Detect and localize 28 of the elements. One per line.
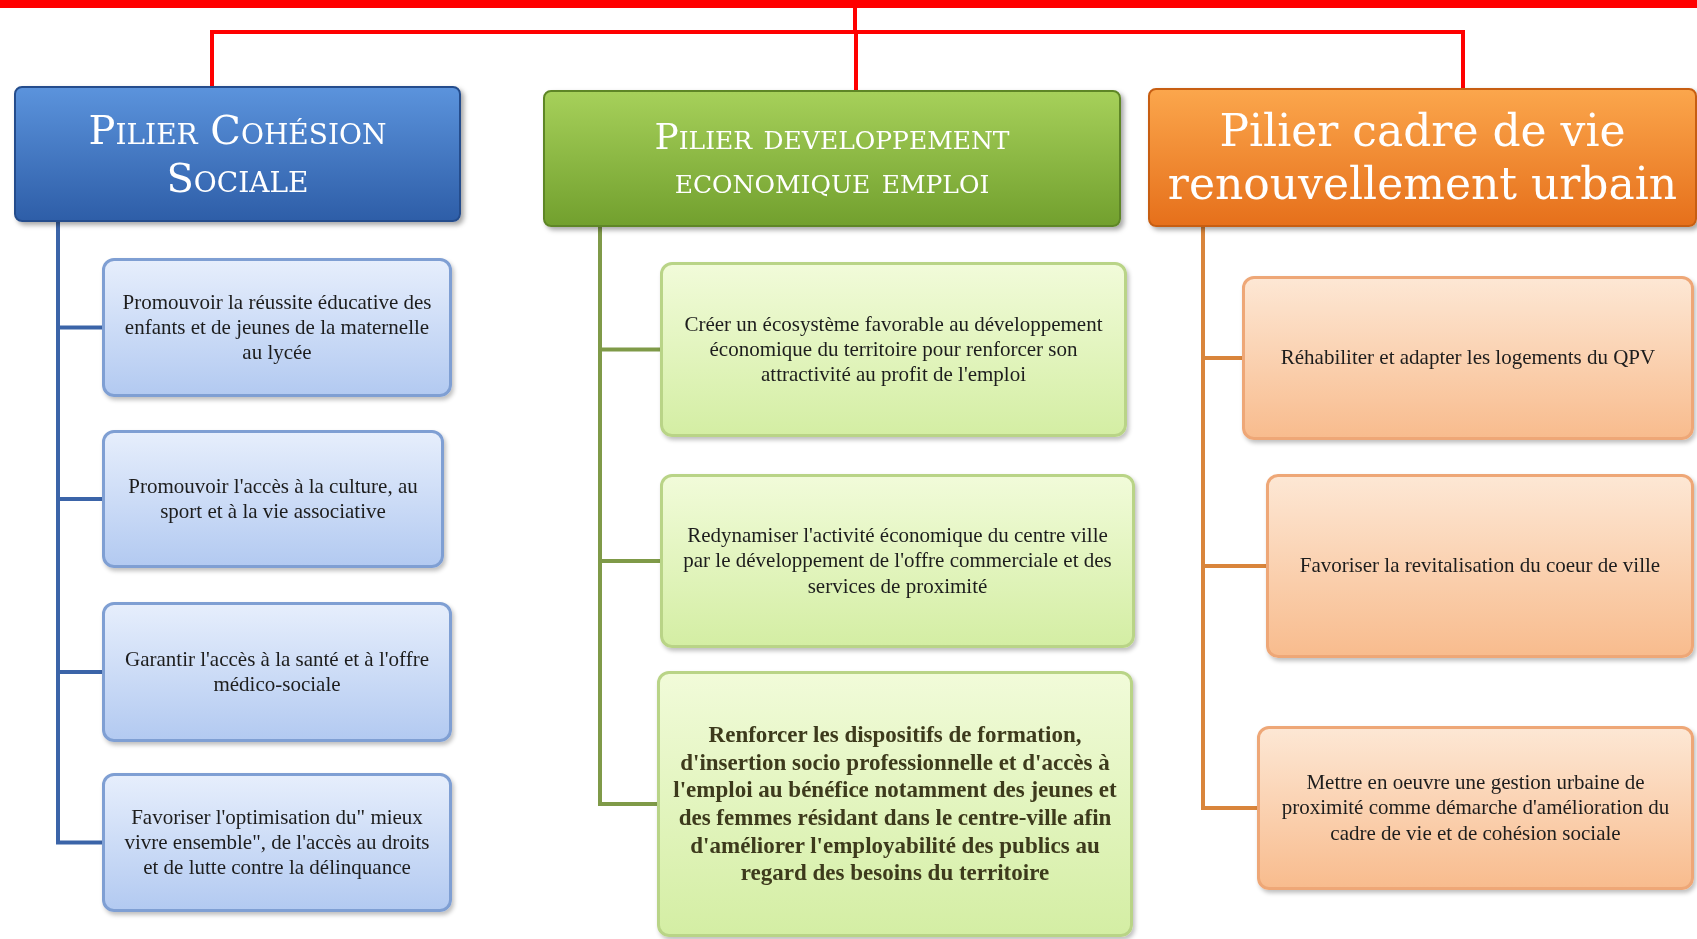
objective-box	[1257, 726, 1694, 890]
pillar-header	[543, 90, 1121, 227]
objective-box	[102, 602, 452, 742]
objective-box	[660, 262, 1127, 437]
objective-text: Garantir l'accès à la santé et à l'offre médico-sociale	[124, 646, 430, 698]
objective-box	[660, 474, 1135, 648]
objective-box	[1266, 474, 1694, 658]
objective-text: Favoriser l'optimisation du" mieux vivre ensemble", de l'accès au droits et de lutte contre la délinquance	[123, 804, 431, 881]
pillar-title: Pilier cadre de vie renouvellement urbain	[1166, 104, 1679, 211]
pillar-header	[14, 86, 461, 222]
objective-text: Redynamiser l'activité économique du centre ville par le développement de l'offre commerciale et des services de proximité	[682, 523, 1113, 599]
objective-text: Mettre en oeuvre une gestion urbaine de proximité comme démarche d'amélioration du cadre de vie et de cohésion sociale	[1280, 770, 1671, 846]
objective-text: Renforcer les dispositifs de formation, d'insertion socio professionnelle et d'accès à l'emploi au bénéfice notamment des jeunes et des femmes résidant dans le centre-ville afin d'améliorer l'employabilité des publics au regard des besoins du territoire	[672, 721, 1118, 887]
objective-box	[102, 258, 452, 397]
connector-line	[853, 8, 1465, 88]
objective-text: Réhabiliter et adapter les logements du QPV	[1280, 345, 1656, 371]
objective-text: Promouvoir l'accès à la culture, au sport et à la vie associative	[127, 473, 419, 525]
objective-text: Promouvoir la réussite éducative des enfants et de jeunes de la maternelle au lycée	[121, 289, 433, 366]
objective-text: Créer un écosystème favorable au développement économique du territoire pour renforcer son attractivité au profit de l'emploi	[683, 311, 1104, 388]
pillar-title: Pilier developpement economique emploi	[653, 115, 1011, 202]
pillar-title: Pilier Cohésion Sociale	[87, 106, 388, 202]
objective-box	[102, 773, 452, 912]
objective-box	[1242, 276, 1694, 440]
top-bar	[0, 0, 1697, 8]
objective-text: Favoriser la revitalisation du coeur de ville	[1299, 553, 1661, 579]
pillar-header	[1148, 88, 1697, 227]
objective-box	[657, 671, 1133, 937]
objective-box	[102, 430, 444, 568]
